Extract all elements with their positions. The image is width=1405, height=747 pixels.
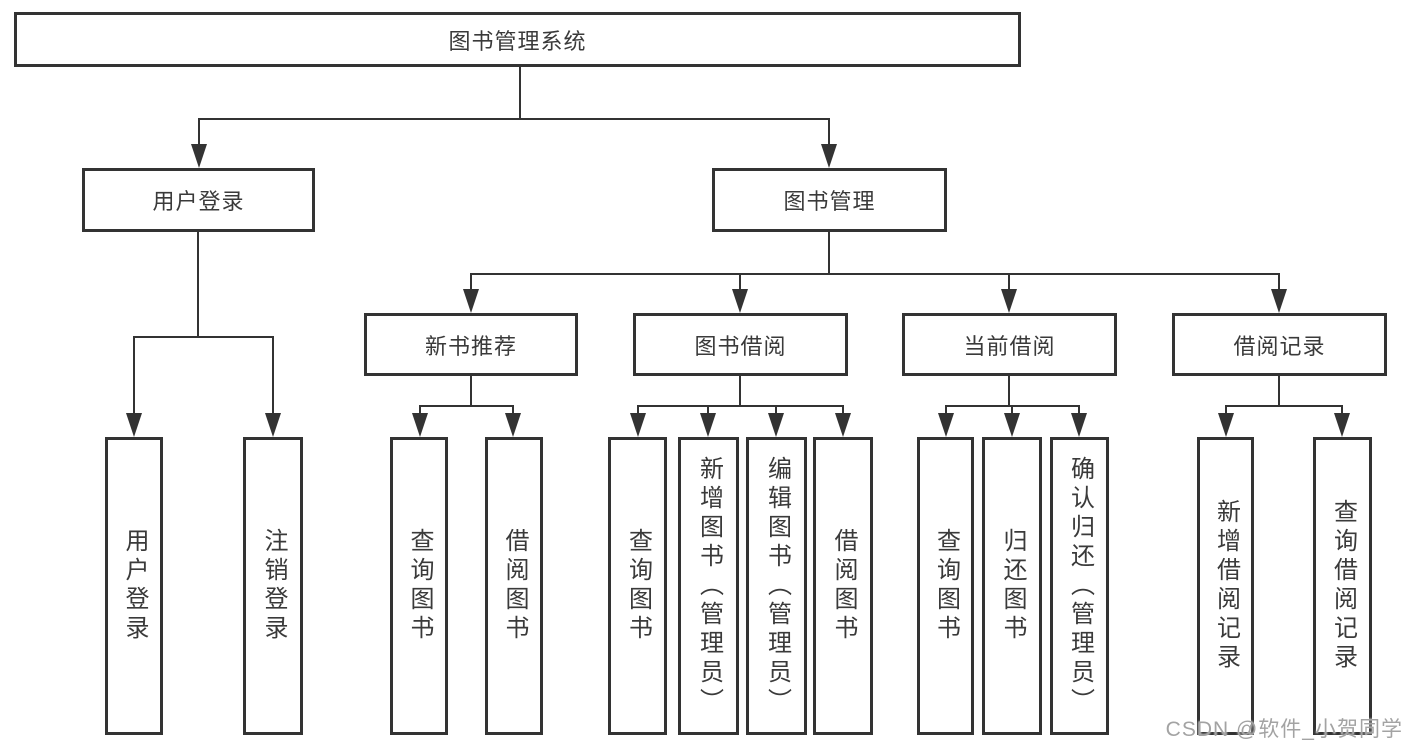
connector-line [637, 405, 639, 417]
leaf-user-login-label: 用户登录 [121, 528, 148, 644]
connector-stem [470, 376, 472, 407]
leaf-query-books-current: 查询图书 [917, 437, 974, 735]
leaf-return-books: 归还图书 [982, 437, 1042, 735]
connector-stem [1278, 376, 1280, 407]
connector-root-stem [519, 67, 521, 120]
leaf-add-books-admin: 新增图书（管理员） [678, 437, 739, 735]
connector-line [198, 118, 200, 148]
node-user-login: 用户登录 [82, 168, 315, 232]
leaf-borrow-books-recommend: 借阅图书 [485, 437, 543, 735]
node-root: 图书管理系统 [14, 12, 1021, 67]
arrowhead-icon [630, 413, 646, 437]
connector-stem [739, 376, 741, 407]
arrowhead-icon [463, 289, 479, 313]
connector-line [272, 336, 274, 416]
arrowhead-icon [1334, 413, 1350, 437]
connector-line [842, 405, 844, 417]
connector-line [419, 405, 421, 417]
leaf-return-books-label: 归还图书 [999, 528, 1026, 644]
connector-user-login-split [133, 336, 273, 338]
node-book-management-label: 图书管理 [783, 189, 876, 214]
leaf-query-books-recommend-label: 查询图书 [406, 528, 433, 644]
connector-split [419, 405, 514, 407]
leaf-query-books-borrow: 查询图书 [608, 437, 667, 735]
arrowhead-icon [768, 413, 784, 437]
node-root-label: 图书管理系统 [448, 28, 587, 54]
leaf-user-login: 用户登录 [105, 437, 163, 735]
connector-split [1225, 405, 1342, 407]
leaf-query-books-borrow-label: 查询图书 [624, 528, 652, 644]
arrowhead-icon [732, 289, 748, 313]
node-user-login-label: 用户登录 [152, 189, 245, 214]
connector-line [945, 405, 947, 417]
leaf-confirm-return-admin-label: 确认归还（管理员） [1066, 455, 1094, 717]
node-new-book-recommend: 新书推荐 [364, 313, 578, 376]
node-borrow-records-label: 借阅记录 [1233, 333, 1326, 359]
connector-line [1341, 405, 1343, 417]
connector-user-login-stem [197, 232, 199, 338]
leaf-add-borrow-record: 新增借阅记录 [1197, 437, 1254, 735]
arrowhead-icon [821, 144, 837, 168]
leaf-borrow-books-recommend-label: 借阅图书 [501, 528, 528, 644]
leaf-query-borrow-record-label: 查询借阅记录 [1329, 499, 1357, 673]
connector-line [1011, 405, 1013, 417]
connector-line [828, 118, 830, 148]
arrowhead-icon [1271, 289, 1287, 313]
arrowhead-icon [700, 413, 716, 437]
leaf-query-borrow-record: 查询借阅记录 [1313, 437, 1372, 735]
leaf-query-books-current-label: 查询图书 [932, 528, 960, 644]
connector-root-split [198, 118, 830, 120]
arrowhead-icon [265, 413, 281, 437]
connector-line [1078, 405, 1080, 417]
leaf-logout: 注销登录 [243, 437, 303, 735]
connector-line [470, 273, 472, 295]
connector-book-management-split [470, 273, 1280, 275]
arrowhead-icon [1001, 289, 1017, 313]
node-book-borrow-label: 图书借阅 [694, 333, 787, 359]
node-current-borrow: 当前借阅 [902, 313, 1117, 376]
connector-line [775, 405, 777, 417]
node-new-book-recommend-label: 新书推荐 [424, 333, 517, 359]
connector-line [1225, 405, 1227, 417]
arrowhead-icon [1071, 413, 1087, 437]
leaf-logout-label: 注销登录 [260, 528, 287, 644]
csdn-watermark: CSDN @软件_小贺同学 [1165, 718, 1403, 741]
leaf-query-books-recommend: 查询图书 [390, 437, 448, 735]
leaf-confirm-return-admin: 确认归还（管理员） [1050, 437, 1109, 735]
connector-line [133, 336, 135, 416]
arrowhead-icon [1218, 413, 1234, 437]
connector-book-management-stem [828, 232, 830, 275]
connector-line [739, 273, 741, 295]
arrowhead-icon [505, 413, 521, 437]
leaf-add-books-admin-label: 新增图书（管理员） [695, 455, 723, 717]
node-current-borrow-label: 当前借阅 [963, 333, 1056, 359]
arrowhead-icon [835, 413, 851, 437]
arrowhead-icon [938, 413, 954, 437]
node-book-management: 图书管理 [712, 168, 947, 232]
connector-line [1008, 273, 1010, 295]
connector-line [512, 405, 514, 417]
arrowhead-icon [126, 413, 142, 437]
leaf-edit-books-admin: 编辑图书（管理员） [746, 437, 807, 735]
connector-split [637, 405, 843, 407]
connector-line [1278, 273, 1280, 295]
connector-stem [1008, 376, 1010, 407]
leaf-borrow-books-label: 借阅图书 [830, 528, 857, 644]
connector-line [707, 405, 709, 417]
arrowhead-icon [412, 413, 428, 437]
node-book-borrow: 图书借阅 [633, 313, 848, 376]
node-borrow-records: 借阅记录 [1172, 313, 1387, 376]
leaf-borrow-books: 借阅图书 [813, 437, 873, 735]
leaf-edit-books-admin-label: 编辑图书（管理员） [763, 455, 791, 717]
leaf-add-borrow-record-label: 新增借阅记录 [1212, 499, 1240, 673]
arrowhead-icon [191, 144, 207, 168]
arrowhead-icon [1004, 413, 1020, 437]
